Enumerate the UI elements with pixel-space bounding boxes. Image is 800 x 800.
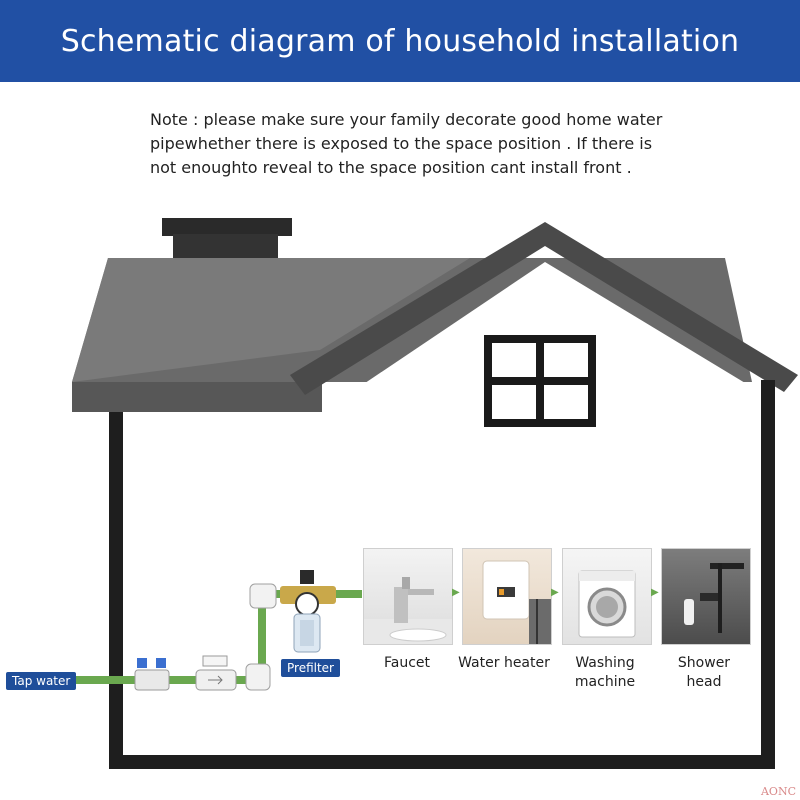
water-heater-label: Water heater (454, 654, 554, 673)
elbow-fitting-upper (249, 583, 277, 609)
chimney-cap (162, 218, 292, 236)
appliance-label-line: Water heater (458, 655, 550, 671)
appliance-label-line: head (686, 674, 722, 690)
faucet-image (363, 548, 453, 645)
prefilter-label: Prefilter (281, 659, 340, 677)
roof-left-shade (72, 258, 470, 382)
check-valve (195, 655, 237, 691)
flow-arrow-1: ▶ (452, 587, 460, 598)
appliance-label-line: Washing (575, 655, 635, 671)
water-heater-image (462, 548, 552, 645)
shower-head-icon (684, 563, 744, 633)
installation-note: Note : please make sure your family deco… (150, 108, 710, 180)
elbow-fitting-lower (245, 663, 271, 691)
page-title: Schematic diagram of household installat… (60, 23, 740, 59)
faucet-icon (364, 577, 452, 644)
window (484, 335, 596, 427)
flow-arrow-3: ▶ (651, 587, 659, 598)
flow-arrow-2: ▶ (551, 587, 559, 598)
note-line-1: Note : please make sure your family deco… (150, 110, 663, 129)
washing-machine-image (562, 548, 652, 645)
shower-head-label: Shower head (654, 654, 754, 692)
note-line-3: not enoughto reveal to the space positio… (150, 158, 632, 177)
faucet-label: Faucet (357, 654, 457, 673)
house-wall (109, 380, 775, 769)
watermark: AONC (760, 785, 796, 798)
ball-valve (134, 658, 170, 691)
roof-eave (72, 382, 322, 412)
title-banner: Schematic diagram of household installat… (0, 0, 800, 82)
appliance-label-line: Faucet (383, 655, 431, 671)
tap-water-label: Tap water (6, 672, 77, 690)
washing-machine-icon (578, 570, 636, 638)
water-heater-icon (482, 560, 551, 644)
note-line-2: pipewhether there is exposed to the spac… (150, 134, 653, 153)
washing-machine-label: Washing machine (555, 654, 655, 692)
appliance-label-line: Shower (677, 655, 731, 671)
appliance-label-line: machine (574, 674, 636, 690)
shower-head-image (661, 548, 751, 645)
prefilter-unit (280, 570, 336, 653)
